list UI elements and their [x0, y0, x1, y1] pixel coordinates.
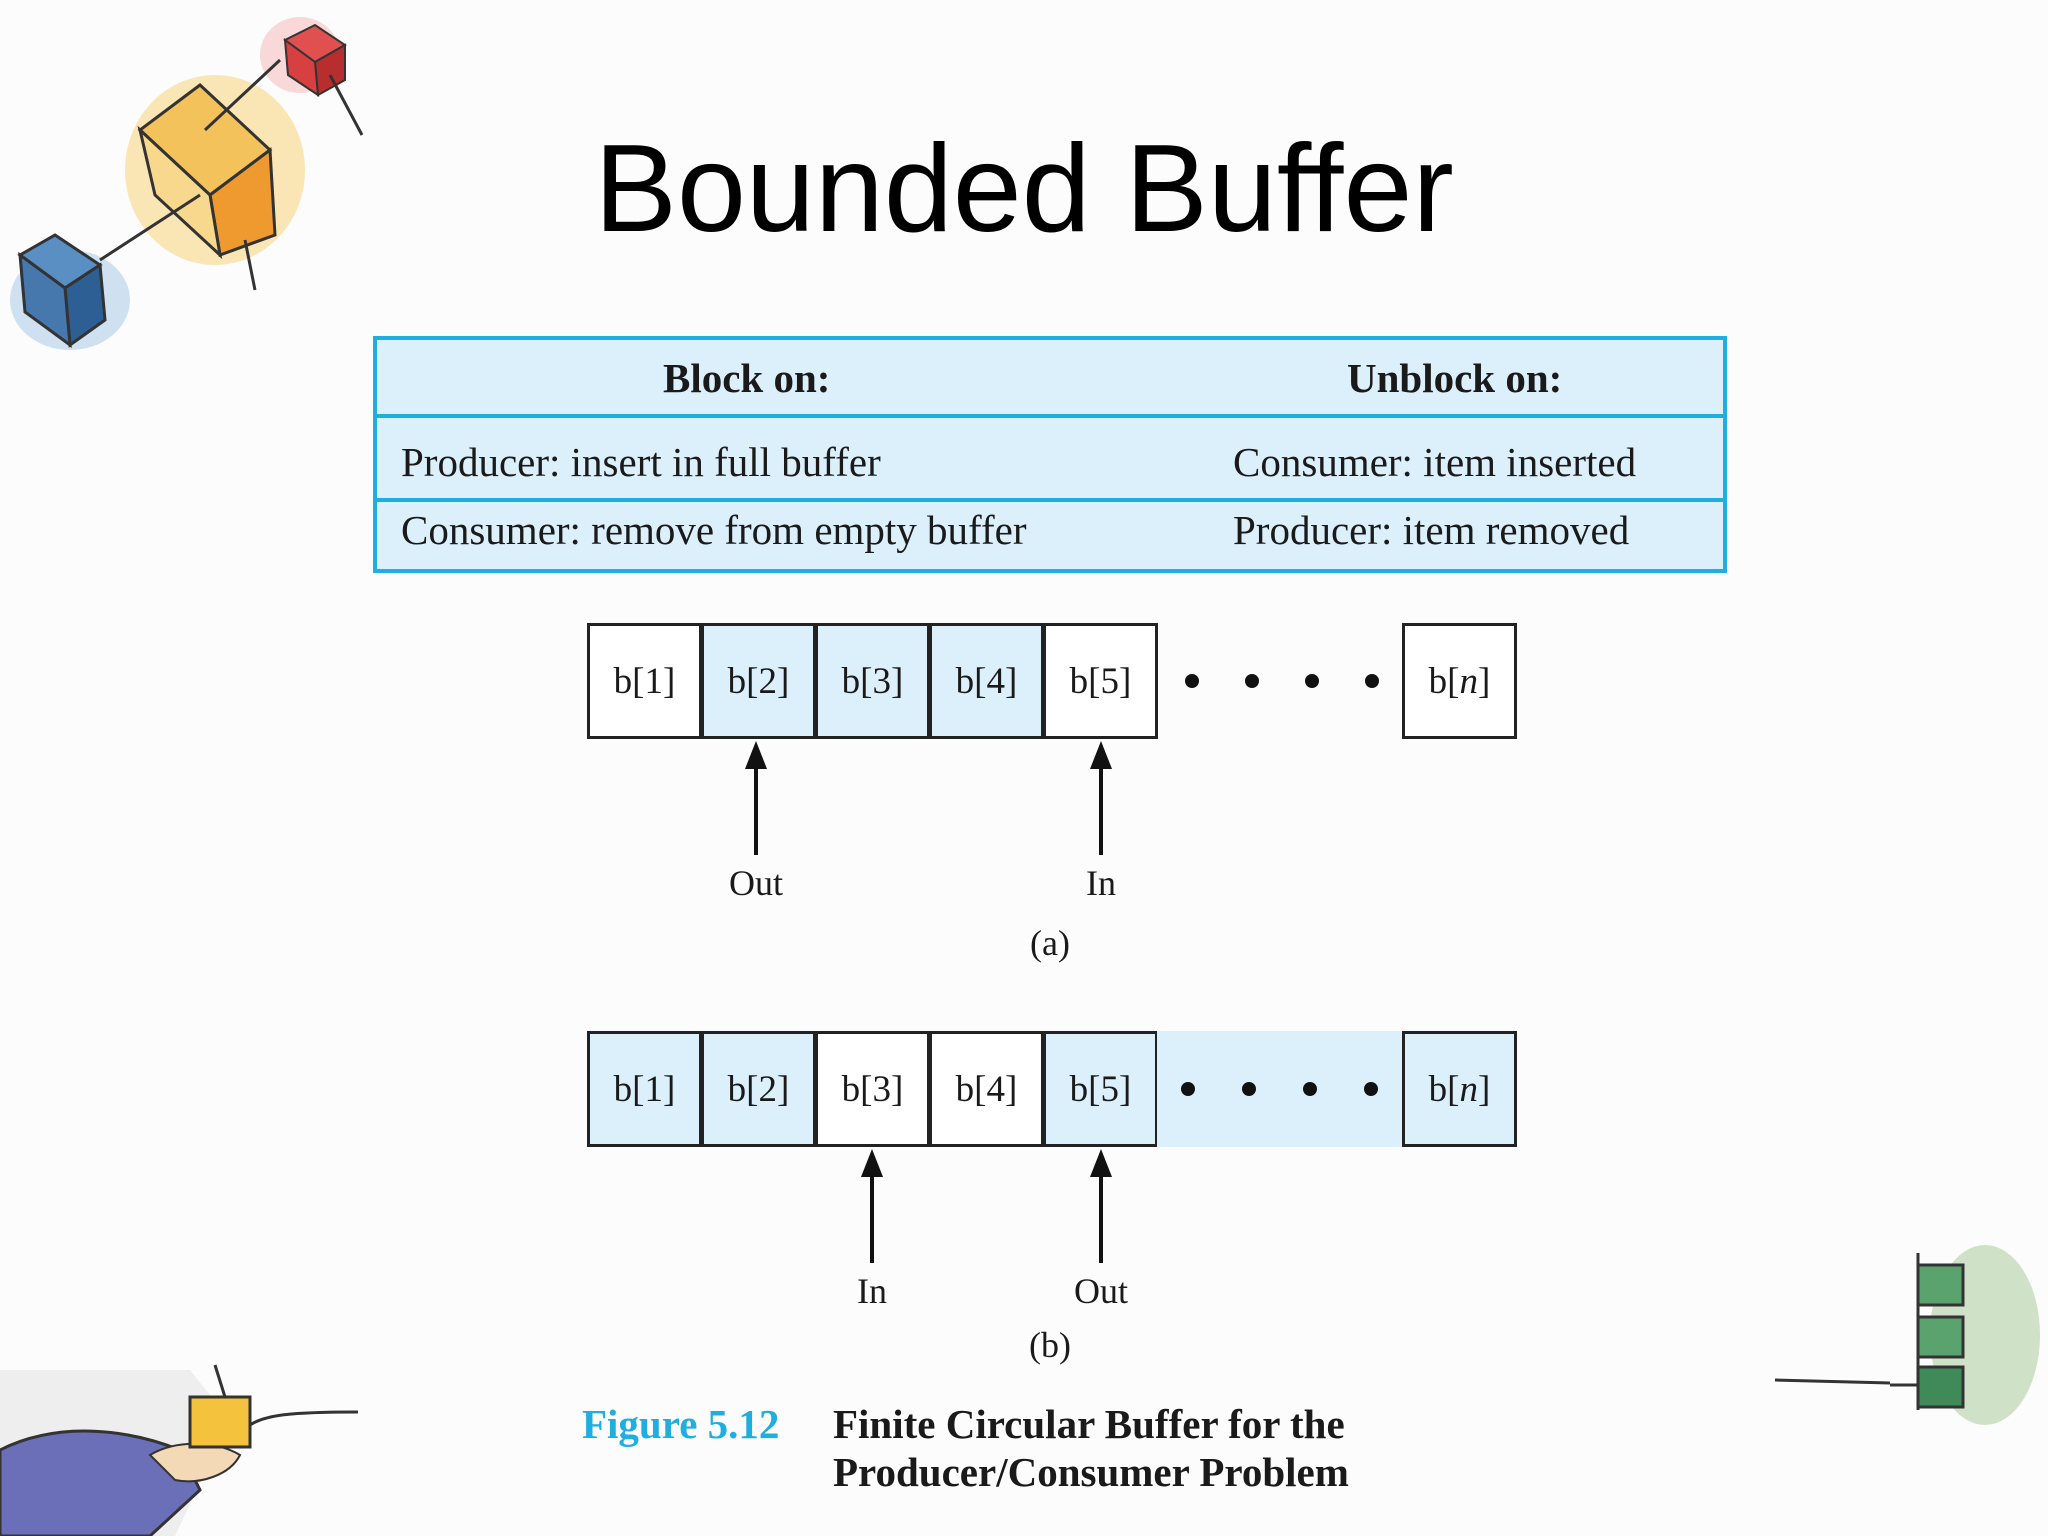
buffer-cell: b[3]: [815, 623, 930, 739]
slide-title: Bounded Buffer: [594, 120, 1454, 258]
cell-var: n: [1459, 660, 1479, 702]
in-pointer-label: In: [857, 1271, 887, 1311]
table-header-block: Block on:: [663, 355, 831, 401]
table-header-unblock: Unblock on:: [1347, 355, 1563, 401]
boxes-clipart-icon: [10, 17, 364, 350]
table-cell-block: Consumer: remove from empty buffer: [401, 507, 1027, 553]
table-divider: [377, 414, 1723, 418]
buffer-cell: b[2]: [701, 623, 816, 739]
stacked-boxes-icon: [1774, 1245, 2040, 1425]
buffer-cell: b[1]: [587, 623, 702, 739]
figure-caption: Finite Circular Buffer for the Producer/…: [833, 1400, 1349, 1496]
cell-prefix: b[: [1428, 660, 1460, 702]
buffer-cell: b[5]: [1043, 623, 1158, 739]
buffer-cell-last: b[n]: [1402, 1031, 1517, 1147]
buffer-cell: b[5]: [1043, 1031, 1158, 1147]
buffer-cell: b[2]: [701, 1031, 816, 1147]
buffer-diagram-a: b[1] b[2] b[3] b[4] b[5] b[n]: [587, 623, 1519, 739]
buffer-cell: b[4]: [929, 623, 1044, 739]
in-pointer-arrow: [1090, 741, 1112, 855]
buffer-cell: b[1]: [587, 1031, 702, 1147]
ellipsis-dots: [1162, 623, 1402, 739]
table-divider: [377, 498, 1723, 502]
cell-suffix: ]: [1478, 660, 1491, 702]
figure-b-label: (b): [1029, 1325, 1071, 1365]
buffer-cell: b[3]: [815, 1031, 930, 1147]
out-pointer-arrow: [1090, 1149, 1112, 1263]
buffer-cell: b[4]: [929, 1031, 1044, 1147]
buffer-cell-last: b[n]: [1402, 623, 1517, 739]
cell-suffix: ]: [1478, 1068, 1491, 1110]
table-cell-block: Producer: insert in full buffer: [401, 439, 881, 485]
table-cell-unblock: Consumer: item inserted: [1233, 439, 1637, 485]
caption-line: Finite Circular Buffer for the: [833, 1401, 1345, 1447]
out-pointer-label: Out: [1074, 1271, 1128, 1311]
figure-a-label: (a): [1030, 923, 1070, 963]
cell-prefix: b[: [1428, 1068, 1460, 1110]
in-pointer-arrow: [861, 1149, 883, 1263]
in-pointer-label: In: [1086, 863, 1116, 903]
caption-line: Producer/Consumer Problem: [833, 1449, 1349, 1495]
figure-number: Figure 5.12: [582, 1401, 780, 1447]
buffer-diagram-b: b[1] b[2] b[3] b[4] b[5] b[n]: [587, 1031, 1519, 1147]
out-pointer-label: Out: [729, 863, 783, 903]
hand-with-box-icon: [0, 1364, 359, 1536]
block-unblock-table: Block on: Unblock on: Producer: insert i…: [373, 336, 1727, 573]
ellipsis-dots: [1157, 1031, 1402, 1147]
table-cell-unblock: Producer: item removed: [1233, 507, 1630, 553]
out-pointer-arrow: [745, 741, 767, 855]
cell-var: n: [1459, 1068, 1479, 1110]
